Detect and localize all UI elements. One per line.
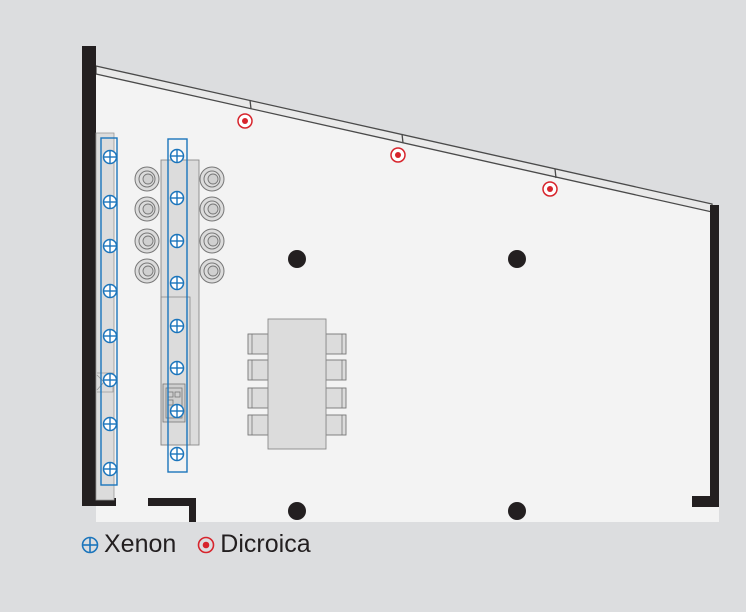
stool-icon	[134, 228, 160, 254]
chair-icon	[247, 387, 269, 409]
xenon-light-icon	[102, 194, 118, 210]
xenon-light-icon	[169, 403, 185, 419]
xenon-light-icon	[102, 372, 118, 388]
left-counter	[95, 132, 115, 501]
dining-chairs	[247, 333, 347, 436]
xenon-track-left	[100, 137, 118, 486]
legend-xenon: Xenon	[80, 530, 176, 559]
xenon-light-icon	[169, 318, 185, 334]
stool-icon	[134, 258, 160, 284]
xenon-light-icon	[169, 148, 185, 164]
chair-icon	[247, 414, 269, 436]
dicroica-icon	[197, 536, 215, 553]
stool-icon	[134, 166, 160, 192]
stool-icon	[199, 258, 225, 284]
stool-icon	[199, 228, 225, 254]
xenon-light-icon	[102, 149, 118, 165]
walls	[82, 46, 719, 522]
bar-stools	[134, 166, 225, 284]
xenon-light-icon	[169, 190, 185, 206]
chair-icon	[325, 387, 347, 409]
xenon-light-icon	[102, 416, 118, 432]
column	[508, 250, 526, 268]
dicroica-lights	[237, 113, 558, 197]
chair-icon	[247, 333, 269, 355]
chair-icon	[325, 414, 347, 436]
column	[288, 250, 306, 268]
xenon-track-island	[167, 138, 188, 473]
xenon-light-icon	[169, 446, 185, 462]
column	[288, 502, 306, 520]
xenon-lights	[102, 148, 185, 477]
legend-xenon-label: Xenon	[104, 530, 177, 558]
chair-icon	[247, 359, 269, 381]
legend-dicroica-label: Dicroica	[220, 530, 311, 558]
legend-dicroica: Dicroica	[196, 530, 311, 559]
xenon-light-icon	[102, 328, 118, 344]
legend: Xenon Dicroica	[80, 530, 331, 559]
xenon-light-icon	[169, 275, 185, 291]
chair-icon	[325, 333, 347, 355]
column	[508, 502, 526, 520]
stool-icon	[134, 196, 160, 222]
xenon-light-icon	[102, 238, 118, 254]
xenon-light-icon	[102, 461, 118, 477]
xenon-icon	[81, 536, 99, 553]
floor-area	[96, 68, 719, 522]
stool-icon	[199, 166, 225, 192]
island-sink-area	[160, 296, 191, 446]
xenon-light-icon	[169, 233, 185, 249]
columns	[288, 250, 526, 520]
stool-icon	[199, 196, 225, 222]
dicroica-light-icon	[237, 113, 253, 129]
xenon-light-icon	[102, 283, 118, 299]
dicroica-light-icon	[390, 147, 406, 163]
dining-table	[267, 318, 327, 450]
xenon-light-icon	[169, 360, 185, 376]
chair-icon	[325, 359, 347, 381]
dicroica-light-icon	[542, 181, 558, 197]
